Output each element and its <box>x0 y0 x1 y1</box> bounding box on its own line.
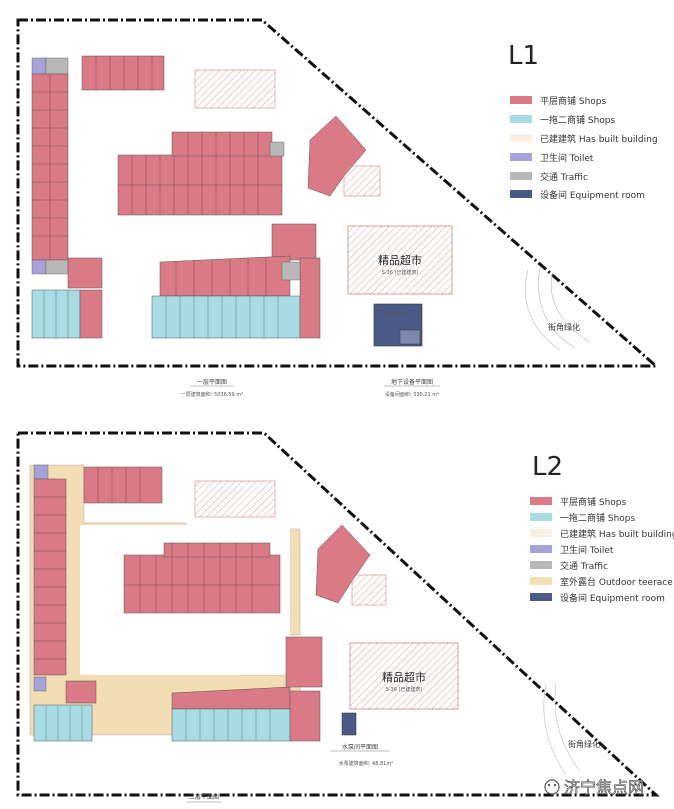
legend-swatch <box>530 545 552 553</box>
supermarket-label-l2: 精品超市 <box>382 670 426 684</box>
caption-right-sub-l1: 设备间面积: 330.21 m² <box>385 391 439 398</box>
floor-plan-l2: 精品超市 S-36 (已建建筑) 街角绿化 L2 平层商铺 Shops 一拖二商… <box>0 405 674 809</box>
watermark-logo-icon <box>544 779 560 795</box>
legend-swatch <box>510 190 532 198</box>
legend-l1: 平层商铺 Shops 一拖二商铺 Shops 已建建筑 Has built bu… <box>510 95 658 201</box>
supermarket-block-l2 <box>349 642 459 710</box>
caption-left-sub-l1: 一层建筑面积: 5036.59 m² <box>181 391 243 398</box>
watermark: 济宁焦点网 <box>544 778 644 797</box>
legend-swatch <box>530 593 552 601</box>
legend-label: 平层商铺 Shops <box>540 95 606 107</box>
caption-left-l2: 二层平面图 <box>189 794 219 801</box>
floor-plan-l1: 精品超市 S-36 (已建建筑) 327.81m² 街角绿化 L1 平层商铺 S… <box>0 0 674 400</box>
corner-green-label-l1: 街角绿化 <box>548 322 580 332</box>
floor-plan-l2-drawing: 精品超市 S-36 (已建建筑) 街角绿化 L2 平层商铺 Shops 一拖二商… <box>16 431 674 803</box>
legend-label: 已建建筑 Has built building <box>560 528 674 540</box>
legend-label: 卫生间 Toilet <box>540 152 594 164</box>
legend-label: 室外露台 Outdoor teerace <box>560 576 673 588</box>
corner-green-contours-l1 <box>525 267 591 351</box>
legend-swatch <box>510 172 532 180</box>
supermarket-sub-l2: S-36 (已建建筑) <box>386 686 423 693</box>
legend-label: 设备间 Equipment room <box>540 189 645 201</box>
legend-swatch <box>530 513 552 521</box>
caption-right-l1: 地下设备平面图 <box>391 378 433 386</box>
legend-swatch <box>510 115 532 123</box>
corner-green-contours-l2 <box>543 682 581 776</box>
legend-label: 设备间 Equipment room <box>560 592 665 604</box>
legend-l2: 平层商铺 Shops 一拖二商铺 Shops 已建建筑 Has built bu… <box>530 496 674 604</box>
level-label-l1: L1 <box>508 41 539 71</box>
supermarket-sub-l1: S-36 (已建建筑) <box>382 269 419 276</box>
legend-label: 交通 Traffic <box>560 560 608 572</box>
site-boundary <box>16 431 660 797</box>
equipment-area-l1: 327.81m² <box>384 311 408 317</box>
legend-swatch <box>510 153 532 161</box>
legend-swatch <box>510 134 532 142</box>
legend-label: 一拖二商铺 Shops <box>560 512 635 524</box>
corner-green-label-l2: 街角绿化 <box>568 739 600 749</box>
legend-label: 平层商铺 Shops <box>560 496 626 508</box>
legend-swatch <box>530 497 552 505</box>
caption-right-l2: 水泵间平面图 <box>342 743 378 751</box>
legend-swatch <box>530 529 552 537</box>
existing-building-top <box>194 69 276 109</box>
site-boundary <box>16 18 660 368</box>
watermark-text: 济宁焦点网 <box>564 778 644 797</box>
legend-swatch <box>530 561 552 569</box>
level-label-l2: L2 <box>532 452 563 482</box>
legend-label: 卫生间 Toilet <box>560 544 614 556</box>
legend-label: 交通 Traffic <box>540 171 588 183</box>
supermarket-block-l1 <box>347 225 453 295</box>
legend-label: 已建建筑 Has built building <box>540 133 658 145</box>
caption-left-l1: 一层平面图 <box>197 379 227 386</box>
floor-plan-l1-drawing: 精品超市 S-36 (已建建筑) 327.81m² 街角绿化 L1 平层商铺 S… <box>16 18 660 398</box>
caption-right-sub-l2: 水泵建筑面积: 48.81m² <box>339 760 393 767</box>
supermarket-label-l1: 精品超市 <box>378 253 422 267</box>
legend-swatch <box>510 96 532 104</box>
legend-swatch <box>530 577 552 585</box>
pump-room-l2 <box>341 712 357 736</box>
legend-label: 一拖二商铺 Shops <box>540 114 615 126</box>
